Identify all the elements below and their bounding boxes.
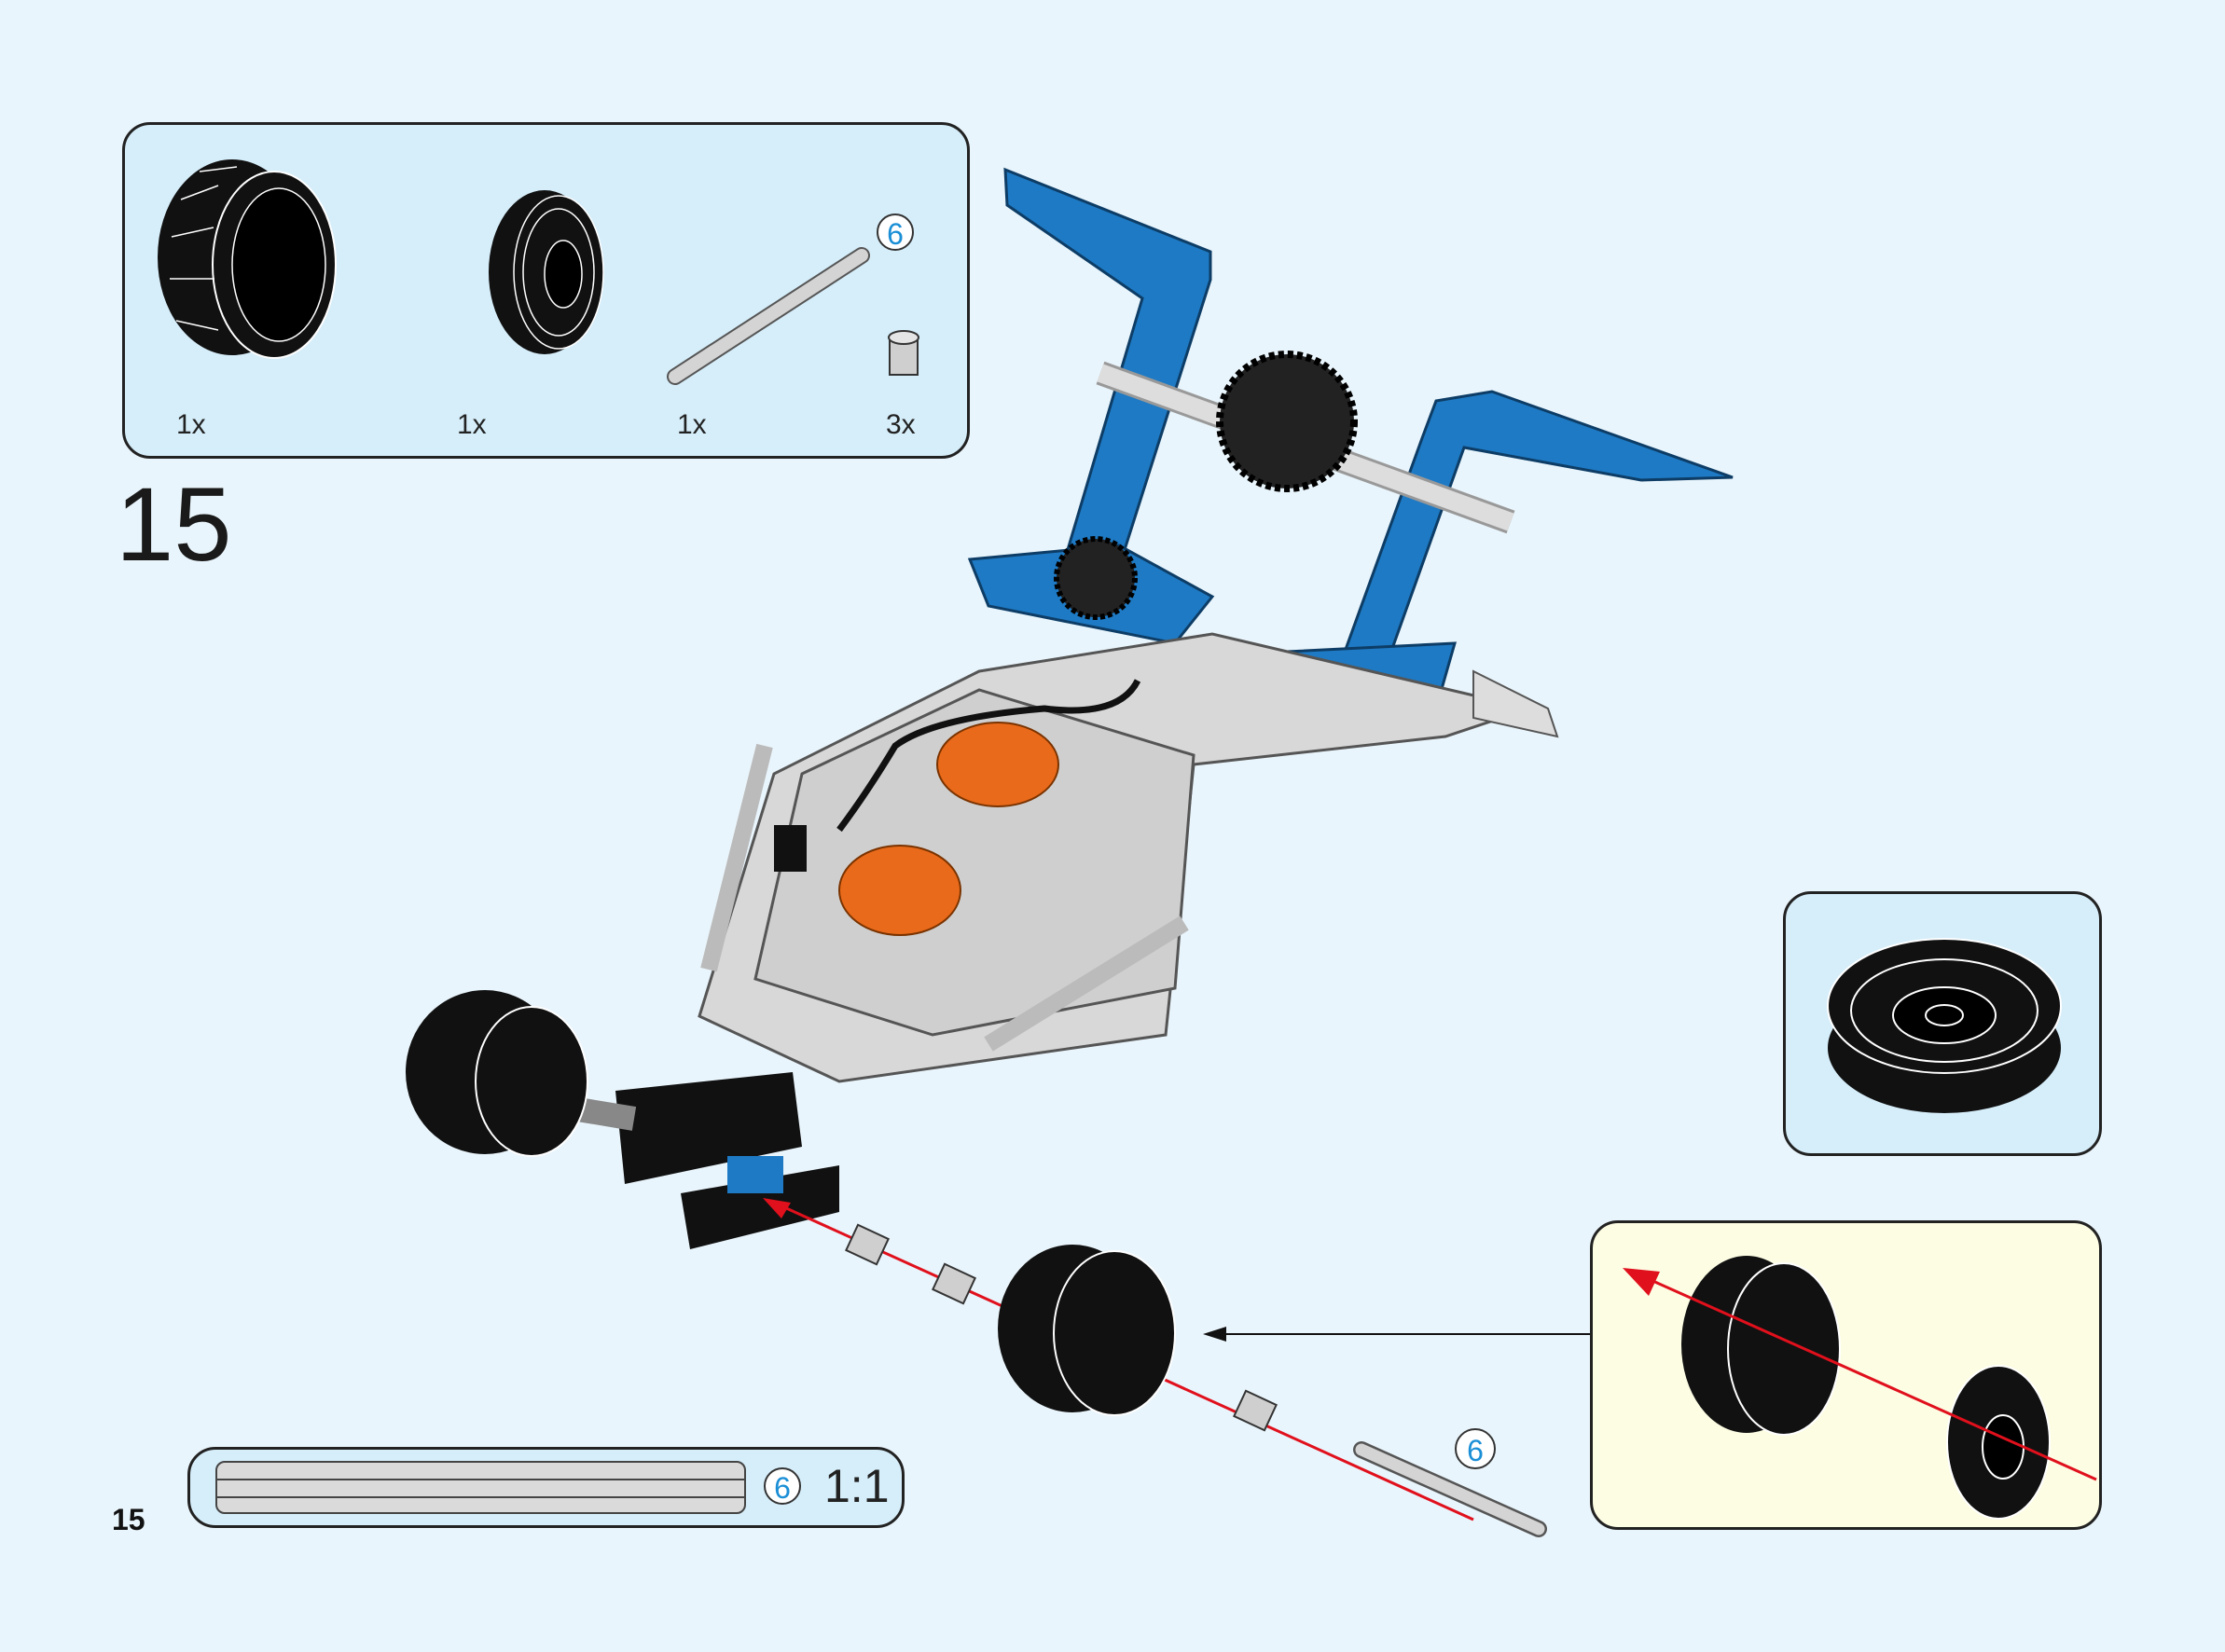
- parts-illustrations: [158, 159, 919, 385]
- page-number: 15: [112, 1503, 145, 1536]
- axle-ruler-panel: 6 1:1: [187, 1447, 905, 1528]
- axle-quantity: 1x: [677, 409, 707, 440]
- tire-icon: [158, 159, 337, 359]
- parts-list-panel: 6 1x 1x 1x 3x: [122, 122, 970, 459]
- tire-mounting-callout: [1590, 1220, 2102, 1530]
- ruler-scale: 1:1: [824, 1460, 890, 1512]
- bush-quantity: 3x: [886, 409, 916, 440]
- large-gear: [1216, 351, 1358, 492]
- step-number: 15: [116, 466, 232, 583]
- small-gear: [1054, 536, 1138, 620]
- wheel-rim-icon: [489, 190, 604, 354]
- main-axle-length-badge: 6: [1455, 1428, 1496, 1469]
- bush-icon: [888, 330, 919, 376]
- rim-quantity: 1x: [457, 409, 487, 440]
- wheel-rim-icon: [1827, 938, 2062, 1113]
- ruler-length-badge: 6: [764, 1467, 801, 1505]
- tire-quantity: 1x: [176, 409, 206, 440]
- axle-icon: [667, 247, 870, 385]
- axle-ruler-bar: [215, 1461, 746, 1514]
- blue-frame: [967, 167, 1734, 720]
- axle-length-badge: 6: [877, 213, 914, 251]
- tire-mounting-illustration: [1623, 1256, 2097, 1520]
- subassembly-rim-panel: [1783, 891, 2102, 1156]
